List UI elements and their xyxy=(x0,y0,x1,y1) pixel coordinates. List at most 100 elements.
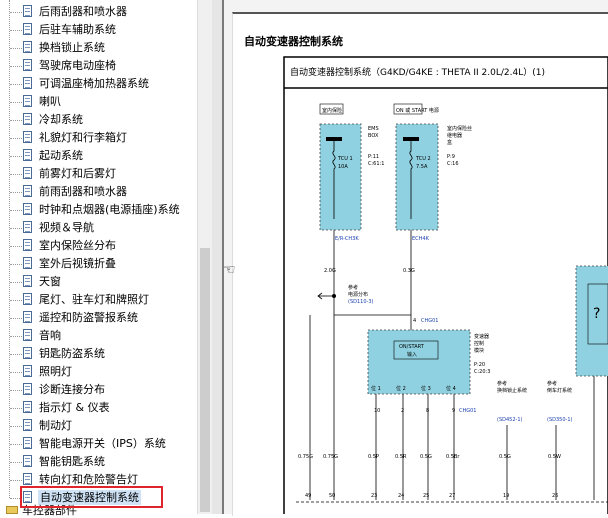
document-page-icon xyxy=(23,365,32,377)
tree-item[interactable]: 视频＆导航 xyxy=(0,219,197,237)
tree-item[interactable]: 制动灯 xyxy=(0,417,197,435)
tree-item[interactable]: 驾驶席电动座椅 xyxy=(0,57,197,75)
tree-item[interactable]: 换档锁止系统 xyxy=(0,39,197,57)
tree-item[interactable]: 天窗 xyxy=(0,273,197,291)
tree-item-label: 室内保险丝分布 xyxy=(39,239,116,252)
tree-connector xyxy=(10,30,22,31)
tree-item-label: 诊断连接分布 xyxy=(39,383,105,396)
tree-connector xyxy=(10,12,22,13)
tree-item-label: 前雾灯和后雾灯 xyxy=(39,167,116,180)
document-page-icon xyxy=(23,401,32,413)
bottom-pin-5: 25 xyxy=(423,493,429,499)
fuse2-side-3: 盒 xyxy=(447,139,452,146)
tree-item-label: 遥控和防盗警报系统 xyxy=(39,311,138,324)
tree-item[interactable]: 喇叭 xyxy=(0,93,197,111)
tree-item-label: 换档锁止系统 xyxy=(39,41,105,54)
fuse2-side-1: 室内保险丝 xyxy=(447,125,472,132)
tree-item[interactable]: 室外后视镜折叠 xyxy=(0,255,197,273)
tree-item-label: 智能钥匙系统 xyxy=(39,455,105,468)
tree-item[interactable]: 转向灯和危险警告灯 xyxy=(0,471,197,489)
tree-item[interactable]: 起动系统 xyxy=(0,147,197,165)
ref2-code: (SD452-1) xyxy=(497,417,523,423)
tcm-side-1: 变速器 xyxy=(474,333,489,340)
fuse1-conn-2: C:61:1 xyxy=(368,161,384,167)
tree-connector xyxy=(10,318,22,319)
wire-row-6: 0.5Br xyxy=(446,454,460,460)
tree-item-label: 驾驶席电动座椅 xyxy=(39,59,116,72)
tree-item[interactable]: 时钟和点烟器(电源插座)系统 xyxy=(0,201,197,219)
tree-item[interactable]: 智能钥匙系统 xyxy=(0,453,197,471)
tree-item[interactable]: 前雾灯和后雾灯 xyxy=(0,165,197,183)
tree-connector xyxy=(10,84,22,85)
fuse2-conn-1: P:9 xyxy=(447,154,455,160)
tree-connector xyxy=(10,48,22,49)
pin-b3: 8 xyxy=(426,408,429,414)
tree-item[interactable]: 前雨刮器和喷水器 xyxy=(0,183,197,201)
tree-connector xyxy=(10,390,22,391)
tree-item-label: 礼貌灯和行李箱灯 xyxy=(39,131,127,144)
document-page-icon xyxy=(23,77,32,89)
tcm-side-5: C:20:3 xyxy=(474,369,490,375)
tree-item[interactable]: 后雨刮器和喷水器 xyxy=(0,3,197,21)
tree-scrollbar-thumb[interactable] xyxy=(200,248,210,512)
tree-item[interactable]: 自动变速器控制系统 xyxy=(0,489,197,507)
tree-item[interactable]: 钥匙防盗系统 xyxy=(0,345,197,363)
tree-item[interactable]: 可调温座椅加热器系统 xyxy=(0,75,197,93)
tree-item[interactable]: 后驻车辅助系统 xyxy=(0,21,197,39)
fuse2-terminal xyxy=(403,137,419,141)
tree-connector xyxy=(10,102,22,103)
tree-connector xyxy=(10,156,22,157)
wire-row-3: 0.5P xyxy=(368,454,379,460)
ref-arrow xyxy=(317,292,323,300)
tree-item-label: 视频＆导航 xyxy=(39,221,94,234)
tree-item-label: 尾灯、驻车灯和牌照灯 xyxy=(39,293,149,306)
document-page-icon xyxy=(23,329,32,341)
document-page-icon xyxy=(23,41,32,53)
tree-connector xyxy=(10,228,22,229)
tree-item[interactable]: 音响 xyxy=(0,327,197,345)
tree-item[interactable]: 照明灯 xyxy=(0,363,197,381)
fuse1-element xyxy=(332,141,336,219)
tree-item[interactable]: 冷却系统 xyxy=(0,111,197,129)
bottom-pin-1: 49 xyxy=(305,493,311,499)
tree-connector xyxy=(10,120,22,121)
tree-connector xyxy=(10,246,22,247)
tree-item[interactable]: 室内保险丝分布 xyxy=(0,237,197,255)
bottom-pin-2: 50 xyxy=(329,493,335,499)
tree-item[interactable]: 诊断连接分布 xyxy=(0,381,197,399)
tree-connector xyxy=(10,444,22,445)
tree-item[interactable]: 礼貌灯和行李箱灯 xyxy=(0,129,197,147)
tree-connector xyxy=(10,408,22,409)
wire2-label: 0.3G xyxy=(403,268,415,274)
document-page-icon xyxy=(23,473,32,485)
wire1-label: 2.0G xyxy=(324,268,336,274)
document-page-icon xyxy=(23,5,32,17)
pin-b4: 9 xyxy=(452,408,455,414)
document-page-icon xyxy=(23,221,32,233)
document-page-icon xyxy=(23,95,32,107)
tree-connector xyxy=(10,66,22,67)
right-question-mark: ? xyxy=(593,306,600,322)
tcm-pos-1: 位 1 xyxy=(371,385,381,392)
tree-connector xyxy=(10,354,22,355)
tree-item[interactable]: 遥控和防盗警报系统 xyxy=(0,309,197,327)
selection-highlight-box xyxy=(20,486,163,508)
tree-item[interactable]: 指示灯 & 仪表 xyxy=(0,399,197,417)
panel-splitter[interactable] xyxy=(212,0,222,514)
document-page-icon xyxy=(23,131,32,143)
document-page-icon xyxy=(23,149,32,161)
ref3-line1: 参考 xyxy=(547,380,557,387)
document-page-icon xyxy=(23,347,32,359)
document-page-icon xyxy=(23,257,32,269)
document-page-icon xyxy=(23,239,32,251)
tree-item[interactable]: 尾灯、驻车灯和牌照灯 xyxy=(0,291,197,309)
hand-cursor-icon: ☜ xyxy=(223,262,236,278)
tree-item[interactable]: 智能电源开关（IPS）系统 xyxy=(0,435,197,453)
tree-item-label: 自动变速器控制系统 xyxy=(38,490,141,505)
conn2-label: ECH4K xyxy=(412,236,430,242)
tree-scrollbar[interactable] xyxy=(197,0,212,514)
tree-item-label: 喇叭 xyxy=(39,95,61,108)
tcm-inner-box xyxy=(393,340,439,360)
document-page-icon xyxy=(23,59,32,71)
